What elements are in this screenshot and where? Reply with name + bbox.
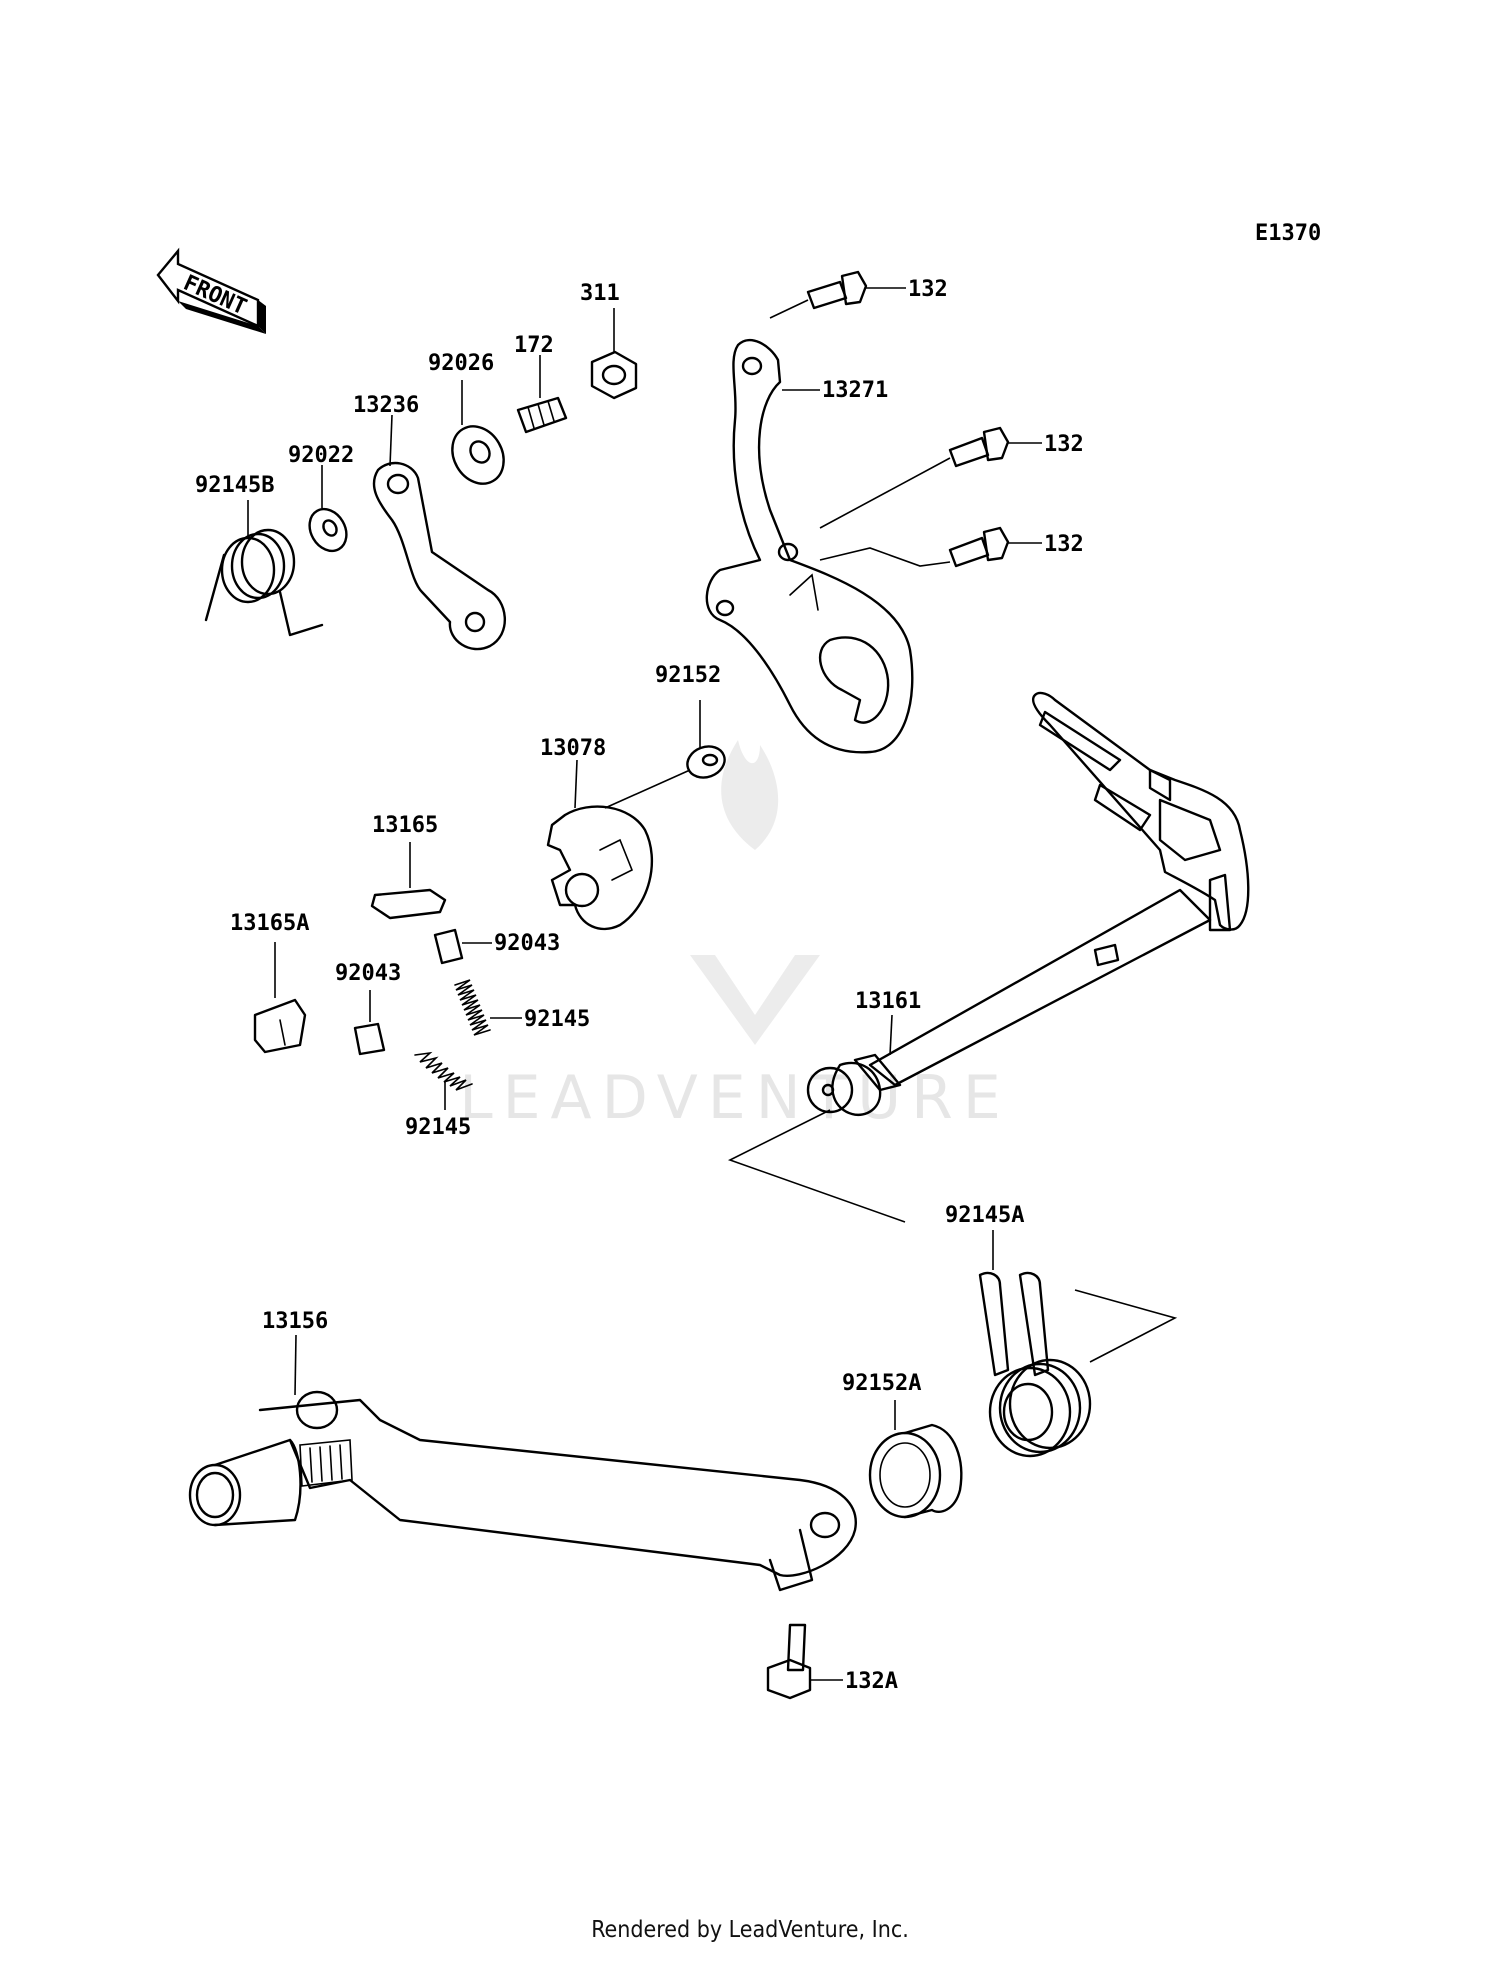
label-13165: 13165 bbox=[372, 813, 438, 838]
label-172: 172 bbox=[514, 333, 554, 358]
part-13165A-pawl: 13165A bbox=[230, 911, 309, 1054]
part-92145-spring-left: 92145 bbox=[405, 1051, 473, 1140]
part-13156-pedal: 13156 bbox=[188, 1309, 857, 1592]
label-92022: 92022 bbox=[288, 443, 354, 468]
part-13271-guide: 13271 bbox=[705, 338, 914, 754]
label-132-middle: 132 bbox=[1044, 432, 1084, 457]
part-13236-lever: 13236 bbox=[353, 393, 506, 651]
part-132-bolt-bottom: 132 bbox=[819, 526, 1084, 568]
part-92022-washer: 92022 bbox=[288, 443, 354, 553]
label-92145-left: 92145 bbox=[405, 1115, 471, 1140]
part-132-bolt-middle: 132 bbox=[819, 426, 1084, 529]
label-132A: 132A bbox=[845, 1669, 898, 1694]
label-13078: 13078 bbox=[540, 736, 606, 761]
footer-credit: Rendered by LeadVenture, Inc. bbox=[591, 1917, 909, 1943]
label-311: 311 bbox=[580, 281, 620, 306]
part-92152A-collar: 92152A bbox=[842, 1371, 963, 1519]
part-92026-collar: 92026 bbox=[428, 351, 505, 485]
label-92145-right: 92145 bbox=[524, 1007, 590, 1032]
label-13236: 13236 bbox=[353, 393, 419, 418]
part-92145A-spring: 92145A bbox=[945, 1203, 1178, 1458]
label-92145A: 92145A bbox=[945, 1203, 1024, 1228]
part-92043-pin-left: 92043 bbox=[335, 961, 401, 1056]
part-13161-shaft: 13161 bbox=[727, 691, 1250, 1223]
part-132A-bolt: 132A bbox=[766, 1623, 898, 1700]
part-132-bolt-top: 132 bbox=[769, 270, 948, 319]
part-92145-spring-right: 92145 bbox=[454, 979, 590, 1036]
label-92043-right: 92043 bbox=[494, 931, 560, 956]
watermark-text: LEADVENTURE bbox=[459, 1063, 1011, 1133]
label-92145B: 92145B bbox=[195, 473, 274, 498]
front-arrow-icon: FRONT bbox=[156, 247, 266, 334]
label-13161: 13161 bbox=[855, 989, 921, 1014]
label-92026: 92026 bbox=[428, 351, 494, 376]
label-132-top: 132 bbox=[908, 277, 948, 302]
watermark: LEADVENTURE bbox=[459, 740, 1011, 1133]
label-13271: 13271 bbox=[822, 378, 888, 403]
diagram-code: E1370 bbox=[1255, 221, 1321, 246]
label-92152A: 92152A bbox=[842, 1371, 921, 1396]
label-92043-left: 92043 bbox=[335, 961, 401, 986]
label-92152: 92152 bbox=[655, 663, 721, 688]
part-92043-pin-right: 92043 bbox=[433, 928, 560, 965]
part-311-nut: 311 bbox=[580, 281, 638, 400]
part-92145B-spring: 92145B bbox=[195, 473, 324, 637]
part-172-stud: 172 bbox=[514, 333, 568, 434]
label-132-bottom: 132 bbox=[1044, 532, 1084, 557]
part-92152-washer: 92152 bbox=[604, 663, 726, 809]
label-13156: 13156 bbox=[262, 1309, 328, 1334]
part-13165-pawl: 13165 bbox=[370, 813, 447, 920]
label-13165A: 13165A bbox=[230, 911, 309, 936]
part-13078-ratchet: 13078 bbox=[540, 736, 653, 931]
